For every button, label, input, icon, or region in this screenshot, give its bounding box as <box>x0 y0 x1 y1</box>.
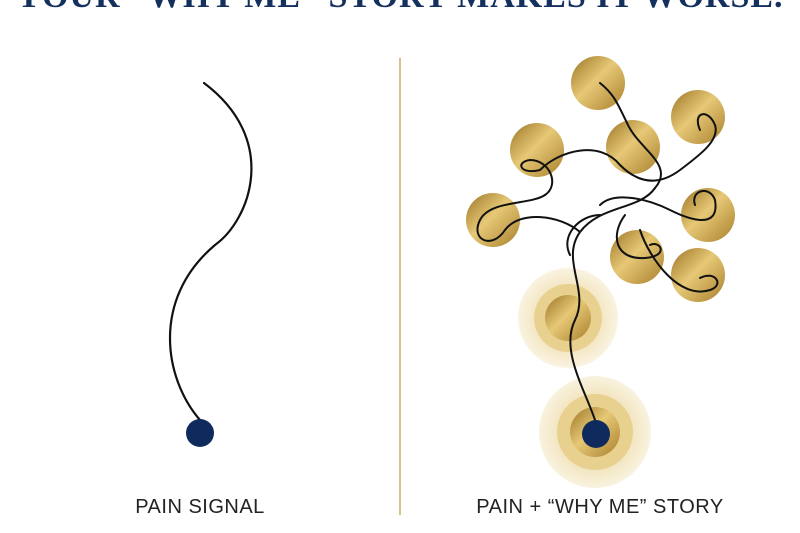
pain-signal-line <box>169 81 253 422</box>
headline: YOUR “WHY ME” STORY MAKES IT WORSE. <box>0 0 800 16</box>
pain-point-dot <box>186 419 214 447</box>
pain-point-dot <box>582 420 610 448</box>
pain-signal-illustration <box>169 81 253 447</box>
halo-inner-upper <box>545 295 591 341</box>
thought-circle <box>681 188 735 242</box>
pain-story-illustration <box>466 56 735 488</box>
pain-signal-caption: PAIN SIGNAL <box>135 496 265 518</box>
thought-circle <box>510 123 564 177</box>
thought-circle <box>466 193 520 247</box>
tangled-story-lines <box>476 82 719 421</box>
thought-circle <box>606 120 660 174</box>
pain-story-caption: PAIN + “WHY ME” STORY <box>476 496 724 518</box>
thought-circle <box>671 248 725 302</box>
thought-circle <box>571 56 625 110</box>
